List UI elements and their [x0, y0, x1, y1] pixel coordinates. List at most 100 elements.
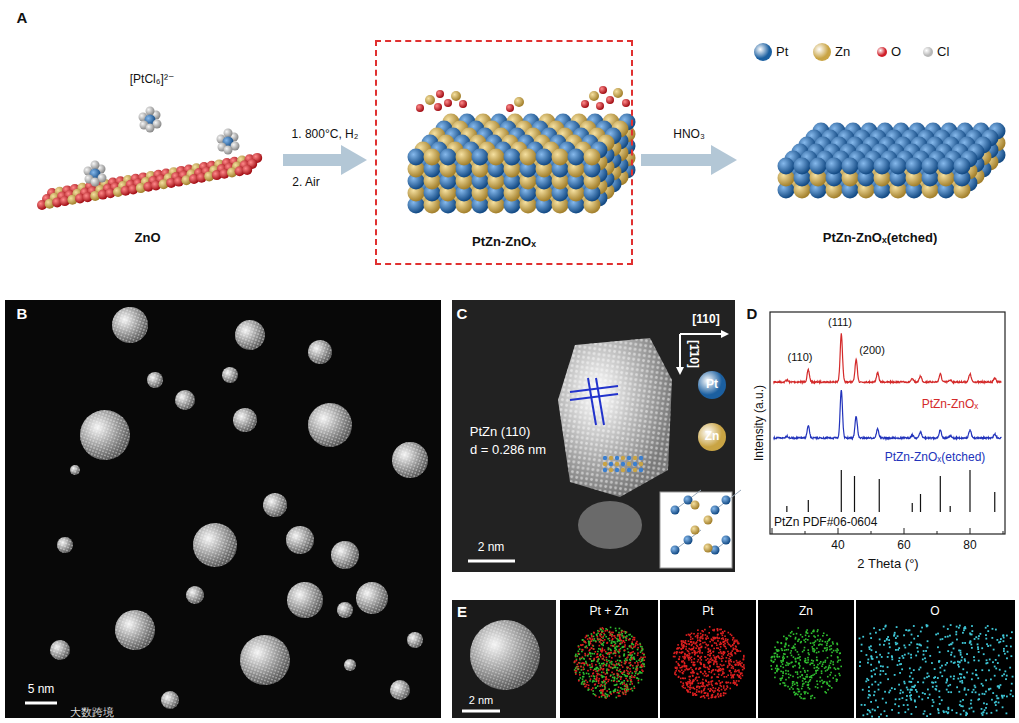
eds-dot	[635, 644, 637, 646]
eds-dot	[599, 669, 601, 671]
eds-dot	[641, 660, 643, 662]
eds-dot	[591, 653, 593, 655]
tick	[904, 528, 905, 534]
eds-dot	[622, 640, 624, 642]
eds-dot	[598, 658, 600, 660]
eds-dot	[614, 678, 616, 680]
eds-dot	[586, 663, 588, 665]
eds-dot	[608, 649, 610, 651]
eds-dot	[729, 688, 731, 690]
eds-dot	[738, 664, 740, 666]
atom	[826, 158, 843, 175]
eds-dot	[596, 667, 598, 669]
eds-dot	[615, 652, 617, 654]
eds-dot	[631, 641, 633, 643]
lattice-fringes	[57, 537, 73, 553]
atom	[589, 91, 599, 101]
eds-dot	[591, 663, 593, 665]
scale-bar	[468, 560, 515, 563]
eds-dot	[598, 663, 600, 665]
eds-dot	[711, 672, 713, 674]
eds-dot	[591, 633, 593, 635]
eds-dot	[737, 641, 739, 643]
eds-dot	[694, 688, 696, 690]
eds-dot	[610, 627, 612, 629]
eds-dot	[676, 667, 678, 669]
eds-dot	[578, 679, 580, 681]
eds-dot	[707, 661, 709, 663]
eds-dot	[598, 631, 600, 633]
eds-dot	[707, 674, 709, 676]
atom-overlay	[633, 456, 637, 460]
eds-dot	[579, 672, 581, 674]
nanoparticle	[308, 340, 332, 364]
atom-overlay	[609, 462, 613, 466]
nanoparticle	[235, 320, 265, 350]
atom	[906, 158, 923, 175]
eds-dot	[628, 634, 630, 636]
atom	[91, 161, 100, 170]
direction-arrow	[679, 334, 681, 373]
eds-dot	[723, 669, 725, 671]
eds-dot	[684, 669, 686, 671]
eds-dot	[610, 693, 612, 695]
eds-dot	[587, 638, 589, 640]
eds-dot	[594, 668, 596, 670]
eds-dot	[620, 660, 622, 662]
eds-dot	[610, 632, 612, 634]
eds-dot	[617, 635, 619, 637]
eds-dot	[682, 677, 684, 679]
eds-dot	[616, 670, 618, 672]
eds-dot	[638, 682, 640, 684]
support-blob	[578, 501, 642, 549]
eds-dot	[621, 688, 623, 690]
eds-dot	[644, 656, 646, 658]
eds-dot	[582, 639, 584, 641]
eds-dot	[681, 661, 683, 663]
atom	[456, 149, 473, 166]
eds-dot	[687, 686, 689, 688]
eds-dot	[708, 688, 710, 690]
eds-dot	[593, 653, 595, 655]
eds-dot	[631, 688, 633, 690]
eds-dot	[691, 648, 693, 650]
eds-dot	[621, 630, 623, 632]
eds-dot	[582, 649, 584, 651]
eds-dot	[587, 689, 589, 691]
eds-dot	[595, 681, 597, 683]
eds-dot	[604, 697, 606, 699]
eds-dot	[738, 643, 740, 645]
eds-dot	[591, 675, 593, 677]
eds-dot	[606, 663, 608, 665]
eds-dot	[600, 692, 602, 694]
eds-dot	[635, 669, 637, 671]
eds-dot	[633, 656, 635, 658]
eds-dot	[733, 642, 735, 644]
eds-dot	[610, 650, 612, 652]
eds-dot	[601, 694, 603, 696]
eds-dot	[696, 673, 698, 675]
eds-dot	[634, 653, 636, 655]
eds-dot	[599, 641, 601, 643]
nanoparticle	[193, 523, 237, 567]
eds-dot	[597, 639, 599, 641]
eds-dot	[589, 658, 591, 660]
eds-dot	[696, 668, 698, 670]
eds-dot	[622, 646, 624, 648]
atom-overlay	[639, 456, 643, 460]
eds-dot	[711, 685, 713, 687]
eds-dot	[622, 641, 624, 643]
eds-dot	[583, 673, 585, 675]
lattice-fringes	[407, 632, 423, 648]
eds-dot	[697, 673, 699, 675]
eds-dot	[611, 636, 613, 638]
eds-dot	[634, 687, 636, 689]
nanoparticle	[286, 526, 314, 554]
eds-dot	[623, 650, 625, 652]
eds-dot	[603, 672, 605, 674]
atom	[671, 546, 680, 555]
eds-dot	[676, 653, 678, 655]
eds-dot	[716, 663, 718, 665]
eds-dot	[596, 654, 598, 656]
eds-dot	[684, 665, 686, 667]
